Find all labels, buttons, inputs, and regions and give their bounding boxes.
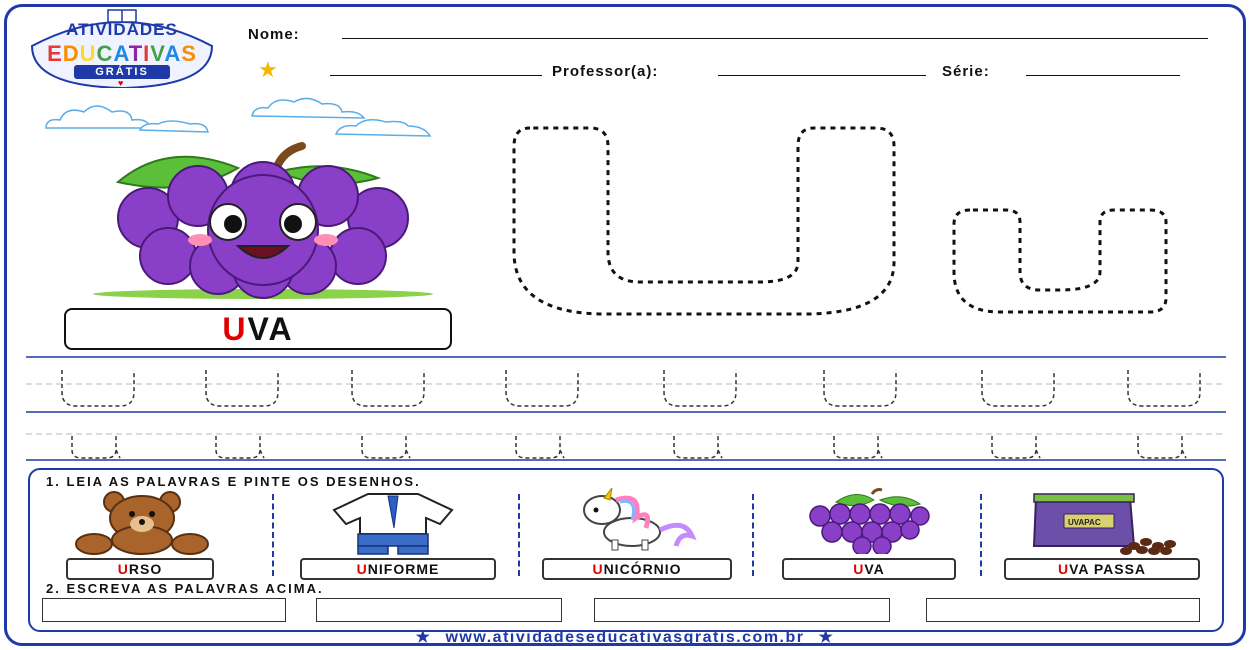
- grape-icon: [809, 488, 930, 554]
- logo-line2-text: EDUCATIVAS: [47, 41, 197, 66]
- trace-uppercase-u: [1127, 370, 1201, 407]
- word-first-letter: U: [356, 561, 368, 577]
- logo-letter: V: [150, 41, 165, 66]
- site-logo: ♥ ATIVIDADES EDUCATIVAS GRÁTIS: [22, 8, 222, 88]
- word-label-uva: UVA: [782, 558, 956, 580]
- trace-lowercase-u: [215, 436, 265, 459]
- raisin-bag-label: UVAPAC: [1068, 518, 1101, 527]
- logo-ribbon: GRÁTIS: [74, 65, 170, 79]
- grade-label: Série:: [942, 63, 990, 80]
- svg-text:♥: ♥: [118, 78, 123, 88]
- logo-letter: T: [128, 41, 144, 66]
- teacher-label: Professor(a):: [552, 63, 659, 80]
- uniform-icon: [332, 493, 454, 555]
- trace-uppercase-u: [505, 370, 579, 407]
- logo-letter: C: [96, 41, 114, 66]
- answer-box-2[interactable]: [316, 598, 562, 622]
- word-label-uniforme: UNIFORME: [300, 558, 496, 580]
- answer-box-4[interactable]: [926, 598, 1200, 622]
- instruction-2: 2. ESCREVA AS PALAVRAS ACIMA.: [46, 581, 324, 596]
- trace-uppercase-u: [823, 370, 897, 407]
- word-label-unicornio: UNICÓRNIO: [542, 558, 732, 580]
- item-separator: [752, 494, 754, 576]
- trace-lowercase-u: [71, 436, 121, 459]
- trace-lowercase-u: [673, 436, 723, 459]
- star-icon: ★: [818, 629, 835, 646]
- name-label: Nome:: [248, 26, 300, 43]
- logo-line1: ATIVIDADES: [66, 20, 178, 39]
- answer-box-1[interactable]: [42, 598, 286, 622]
- star-icon: ★: [258, 57, 278, 82]
- logo-letter: A: [113, 41, 129, 66]
- trace-lowercase-u: [1137, 436, 1187, 459]
- trace-uppercase-u: [61, 370, 135, 407]
- trace-lowercase-u: [833, 436, 883, 459]
- trace-uppercase-u: [205, 370, 279, 407]
- item-separator: [980, 494, 982, 576]
- trace-uppercase-u: [663, 370, 737, 407]
- teacher-field[interactable]: [718, 75, 926, 76]
- trace-lowercase-u: [515, 436, 565, 459]
- unicorn-icon: [583, 488, 697, 551]
- tracing-letters-large: [512, 126, 1168, 316]
- word-first-letter: U: [592, 561, 604, 577]
- word-rest: NICÓRNIO: [603, 561, 682, 577]
- word-label-urso: URSO: [66, 558, 214, 580]
- word-first-letter: U: [853, 561, 865, 577]
- trace-uppercase-u: [981, 370, 1055, 407]
- trace-uppercase-u: [351, 370, 425, 407]
- lowercase-u-outline: [952, 208, 1168, 314]
- star-icon: ★: [415, 629, 432, 646]
- logo-letter: I: [143, 41, 151, 66]
- raisin-bag-icon: UVAPAC: [1032, 493, 1176, 555]
- uppercase-u-outline: [512, 126, 896, 316]
- word-rest: RSO: [128, 561, 163, 577]
- word-rest: VA: [864, 561, 885, 577]
- word-first-letter: U: [1057, 561, 1070, 577]
- word-first-letter: U: [117, 561, 129, 577]
- logo-line2: EDUCATIVAS: [22, 41, 222, 67]
- word-label-uva-passa: UVA PASSA: [1004, 558, 1200, 580]
- exercise-box: [28, 468, 1224, 632]
- item-separator: [518, 494, 520, 576]
- word-rest: NIFORME: [367, 561, 440, 577]
- teddy-bear-icon: [75, 491, 209, 555]
- logo-letter: A: [164, 41, 182, 66]
- instruction-1: 1. LEIA AS PALAVRAS E PINTE OS DESENHOS.: [46, 474, 421, 489]
- trace-lowercase-u: [991, 436, 1041, 459]
- grade-field[interactable]: [1026, 75, 1180, 76]
- name-field[interactable]: [342, 38, 1208, 39]
- grape-cartoon-illustration: [93, 142, 433, 299]
- main-word-box: UVA: [64, 308, 452, 350]
- tracing-practice-rows: [26, 356, 1226, 461]
- answer-box-3[interactable]: [594, 598, 890, 622]
- trace-lowercase-u: [361, 436, 411, 459]
- item-separator: [272, 494, 274, 576]
- footer-url[interactable]: www.atividadeseducativasgratis.com.br: [445, 629, 805, 646]
- logo-letter: U: [79, 41, 97, 66]
- main-word-rest: VA: [247, 311, 294, 347]
- word-rest: VA PASSA: [1069, 561, 1147, 577]
- logo-letter: E: [47, 41, 63, 66]
- logo-letter: S: [181, 41, 197, 66]
- main-word-first-letter: U: [222, 311, 248, 347]
- logo-letter: D: [62, 41, 80, 66]
- clouds-illustration: [45, 97, 432, 137]
- date-field[interactable]: [330, 75, 542, 76]
- footer: ★ www.atividadeseducativasgratis.com.br ★: [0, 627, 1250, 647]
